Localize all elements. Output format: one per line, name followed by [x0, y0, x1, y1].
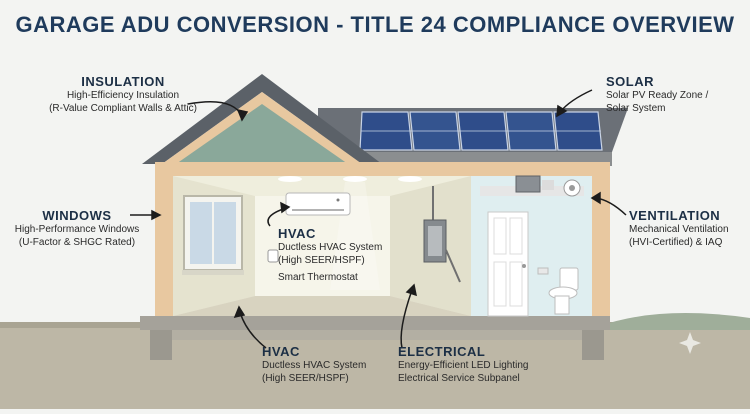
label-electrical-heading: ELECTRICAL [398, 344, 486, 359]
label-solar: SOLAR Solar PV Ready Zone / Solar System [606, 74, 746, 115]
led-light [398, 176, 422, 182]
label-windows-line1: High-Performance Windows [14, 224, 140, 235]
slab-section [172, 330, 582, 340]
label-windows: WINDOWS High-Performance Windows (U-Fact… [2, 208, 152, 249]
led-light [278, 176, 302, 182]
arrow-electrical [400, 289, 413, 349]
label-insulation: INSULATION High-Efficiency Insulation (R… [34, 74, 212, 115]
label-ventilation-line1: Mechanical Ventilation [629, 224, 729, 235]
label-solar-line2: Solar System [606, 103, 666, 114]
callout-arrows [130, 89, 627, 349]
label-electrical-line2: Electrical Service Subpanel [398, 373, 520, 384]
label-ventilation-line2: (HVI-Certified) & IAQ [629, 237, 723, 248]
label-hvac-inside-line2: (High SEER/HSPF) [278, 255, 365, 266]
footing-right [582, 330, 604, 360]
label-hvac-bottom-heading: HVAC [262, 344, 300, 359]
label-hvac-bottom-line1: Ductless HVAC System [262, 360, 367, 371]
wall-insulation-left [155, 174, 173, 316]
diagram-title: GARAGE ADU CONVERSION - TITLE 24 COMPLIA… [15, 12, 735, 37]
label-solar-heading: SOLAR [606, 74, 654, 89]
label-hvac-bottom: HVAC Ductless HVAC System (High SEER/HSP… [262, 344, 392, 385]
label-hvac-inside-heading: HVAC [278, 226, 316, 241]
solar-array [359, 111, 603, 151]
label-hvac-inside-line3: Smart Thermostat [278, 272, 358, 283]
ventilation-fan [515, 175, 581, 197]
led-light [343, 176, 367, 182]
attic-space [176, 104, 348, 164]
label-hvac-inside: HVAC Ductless HVAC System (High SEER/HSP… [278, 226, 398, 284]
label-insulation-heading: INSULATION [81, 74, 165, 89]
floor [173, 296, 471, 316]
ceiling-insulation [155, 162, 610, 176]
label-windows-heading: WINDOWS [42, 208, 112, 223]
footing-left [150, 330, 172, 360]
slab [140, 316, 610, 330]
label-electrical: ELECTRICAL Energy-Efficient LED Lighting… [398, 344, 568, 385]
toilet [537, 267, 579, 315]
grass-mound [600, 313, 750, 330]
window [182, 195, 244, 275]
minisplit-unit [285, 192, 351, 216]
label-hvac-inside-line1: Ductless HVAC System [278, 242, 383, 253]
label-ventilation: VENTILATION Mechanical Ventilation (HVI-… [629, 208, 749, 249]
label-hvac-bottom-line2: (High SEER/HSPF) [262, 373, 349, 384]
label-ventilation-heading: VENTILATION [629, 208, 721, 223]
electrical-panel [423, 186, 461, 283]
label-insulation-line1: High-Efficiency Insulation [66, 90, 180, 101]
label-electrical-line1: Energy-Efficient LED Lighting [398, 360, 529, 371]
sparkle-icon [679, 332, 701, 354]
thermostat [267, 249, 279, 263]
label-insulation-line2: (R-Value Compliant Walls & Attic) [49, 103, 197, 114]
bathroom-door [487, 211, 529, 317]
label-windows-line2: (U-Factor & SHGC Rated) [18, 237, 136, 248]
label-solar-line1: Solar PV Ready Zone / [606, 90, 709, 101]
wall-insulation-right [592, 174, 610, 316]
